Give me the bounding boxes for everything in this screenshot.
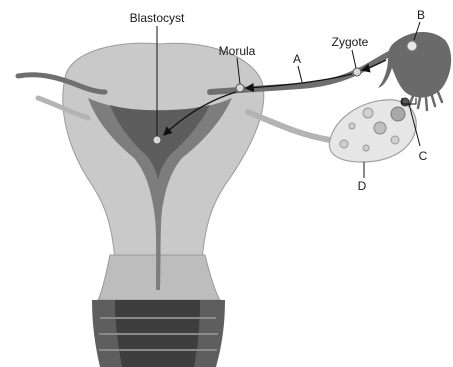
follicle-3 [374, 122, 386, 134]
label-a: A [293, 52, 301, 66]
label-zygote: Zygote [332, 35, 369, 49]
follicle-1 [363, 108, 373, 118]
follicle-7 [391, 136, 399, 144]
leader-a [298, 66, 302, 82]
morula-cell [236, 84, 244, 92]
right-ligament [248, 112, 330, 140]
blastocyst-cell [153, 136, 161, 144]
leader-zygote [352, 50, 356, 68]
label-morula: Morula [219, 44, 256, 58]
zygote-cell [353, 68, 361, 76]
egg-at-b [407, 41, 417, 51]
follicle-5 [340, 140, 348, 148]
follicle-2 [349, 123, 355, 129]
follicle-6 [363, 145, 369, 151]
label-d: D [358, 179, 367, 193]
follicle-4 [391, 107, 405, 121]
label-blastocyst: Blastocyst [130, 11, 185, 25]
label-b: B [417, 8, 425, 22]
label-c: C [419, 149, 428, 163]
